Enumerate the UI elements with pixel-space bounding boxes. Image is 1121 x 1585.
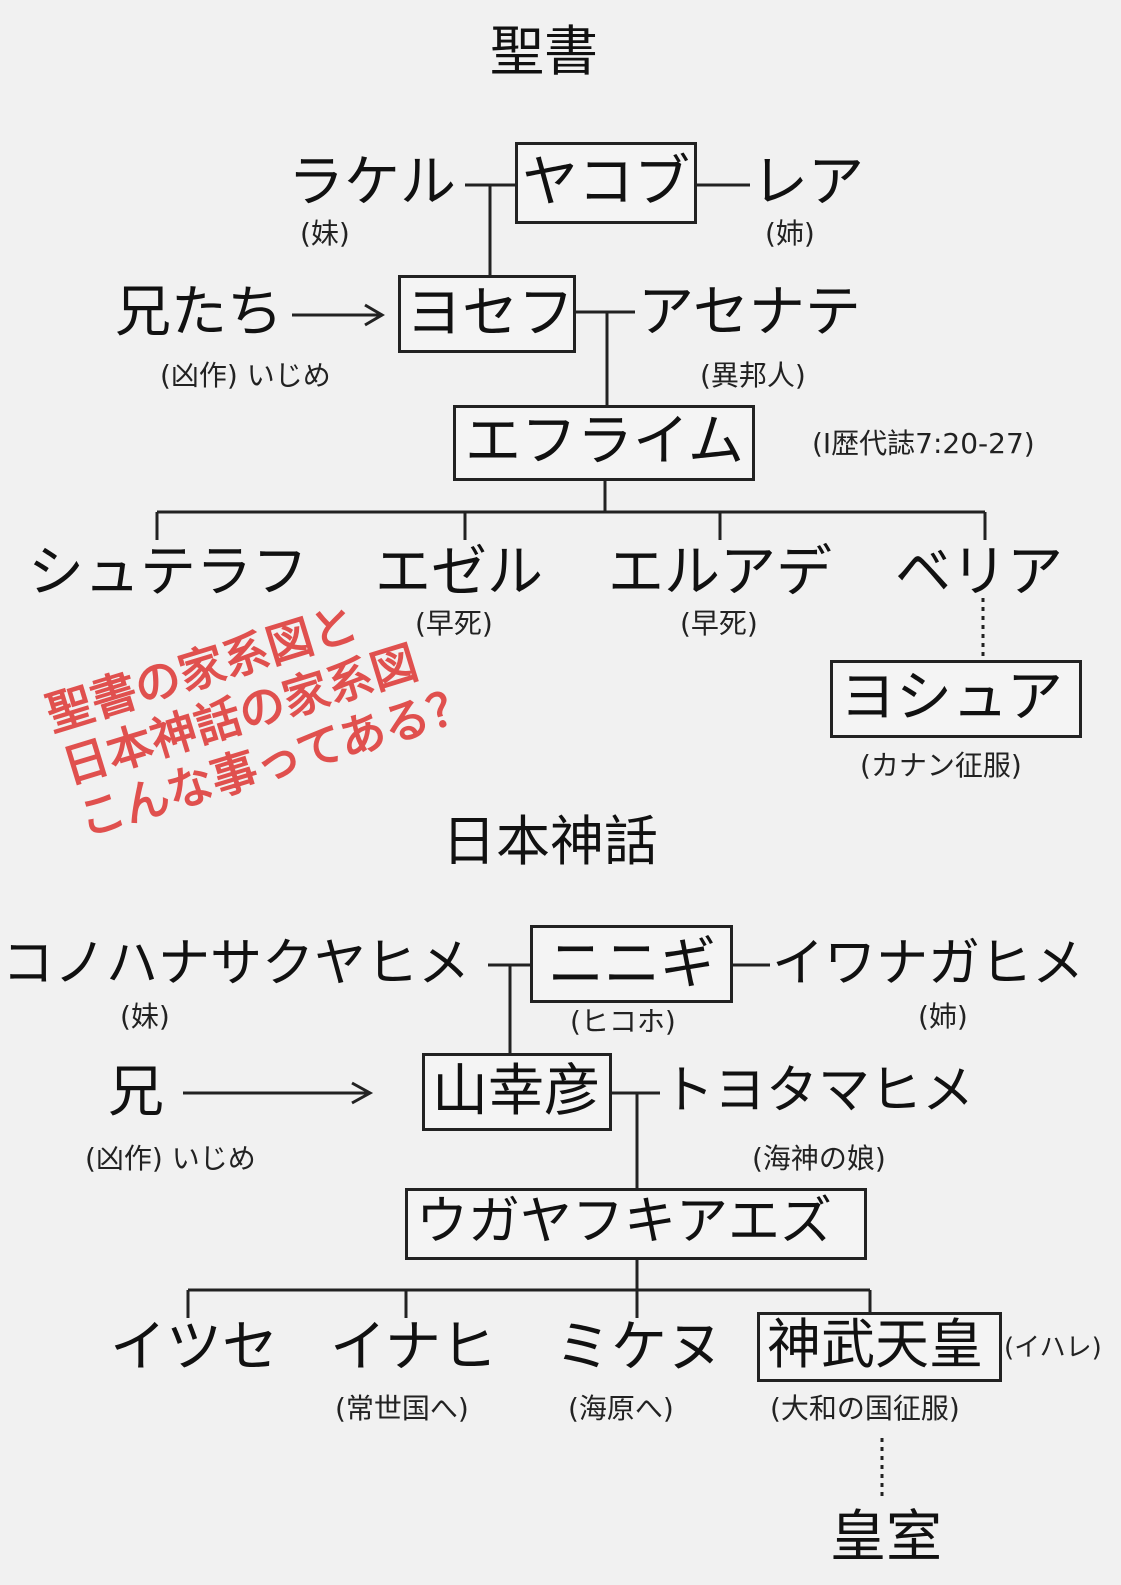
child-ezer-note: (早死) (415, 607, 493, 640)
leah-note: (姉) (765, 217, 815, 250)
ephraim-name: エフライム (465, 409, 744, 474)
jacob-box (515, 142, 697, 224)
ninigi-note: (ヒコホ) (570, 1005, 676, 1038)
rachel-name: ラケル (288, 150, 456, 215)
brothers-note: (凶作) いじめ (160, 359, 331, 392)
child-ezer: エゼル (375, 540, 543, 605)
joseph-name: ヨセフ (406, 281, 574, 346)
bible-title: 聖書 (490, 20, 598, 83)
brother-note: (凶作) いじめ (85, 1142, 256, 1175)
child-mikenu: ミケヌ (555, 1315, 723, 1380)
jimmu-name: 神武天皇 (767, 1313, 983, 1376)
yamasachi-name: 山幸彦 (432, 1059, 600, 1124)
ninigi-name: ニニギ (548, 932, 716, 997)
ugaya-box (405, 1188, 867, 1260)
brother-name: 兄 (108, 1060, 164, 1125)
ninigi-box (530, 925, 733, 1003)
rachel-note: (妹) (300, 217, 350, 250)
child-shuthelah: シュテラフ (28, 540, 308, 605)
jimmu-box (757, 1312, 1002, 1382)
child-elead-note: (早死) (680, 607, 758, 640)
asenath-name: アセナテ (638, 280, 861, 345)
child-itsuse: イツセ (110, 1315, 278, 1380)
child-elead: エルアデ (608, 540, 832, 605)
joshua-box (830, 660, 1082, 738)
konohana-name: コノハナサクヤヒメ (2, 934, 471, 994)
jacob-name: ヤコブ (522, 150, 690, 215)
arrow-head-brother (351, 1081, 374, 1105)
ephraim-box (453, 405, 755, 481)
joseph-box (398, 275, 576, 353)
child-mikenu-note: (海原へ) (568, 1392, 674, 1425)
child-beriah: ベリア (895, 540, 1063, 605)
asenath-note: (異邦人) (700, 359, 806, 392)
toyotama-note: (海神の娘) (752, 1142, 886, 1175)
konohana-note: (妹) (120, 1000, 170, 1033)
jimmu-note: (大和の国征服) (770, 1392, 960, 1425)
ugaya-name: ウガヤフキアエズ (416, 1192, 833, 1252)
child-inahi: イナヒ (330, 1315, 497, 1380)
iwanaga-note: (姉) (918, 1000, 968, 1033)
jimmu-alias: (イハレ) (1004, 1333, 1102, 1363)
arrow-head-brothers (364, 303, 385, 327)
japan-title: 日本神話 (442, 810, 658, 873)
joshua-name: ヨシュア (840, 665, 1063, 730)
joshua-note: (カナン征服) (860, 749, 1022, 782)
imperial-family: 皇室 (830, 1505, 942, 1570)
iwanaga-name: イワナガヒメ (772, 934, 1085, 994)
child-inahi-note: (常世国へ) (335, 1392, 469, 1425)
toyotama-name: トヨタマヒメ (662, 1061, 975, 1121)
leah-name: レア (752, 150, 864, 215)
chronicles-reference: (I歴代誌7:20-27) (812, 427, 1035, 460)
brothers-name: 兄たち (115, 280, 283, 345)
yamasachi-box (422, 1053, 612, 1131)
